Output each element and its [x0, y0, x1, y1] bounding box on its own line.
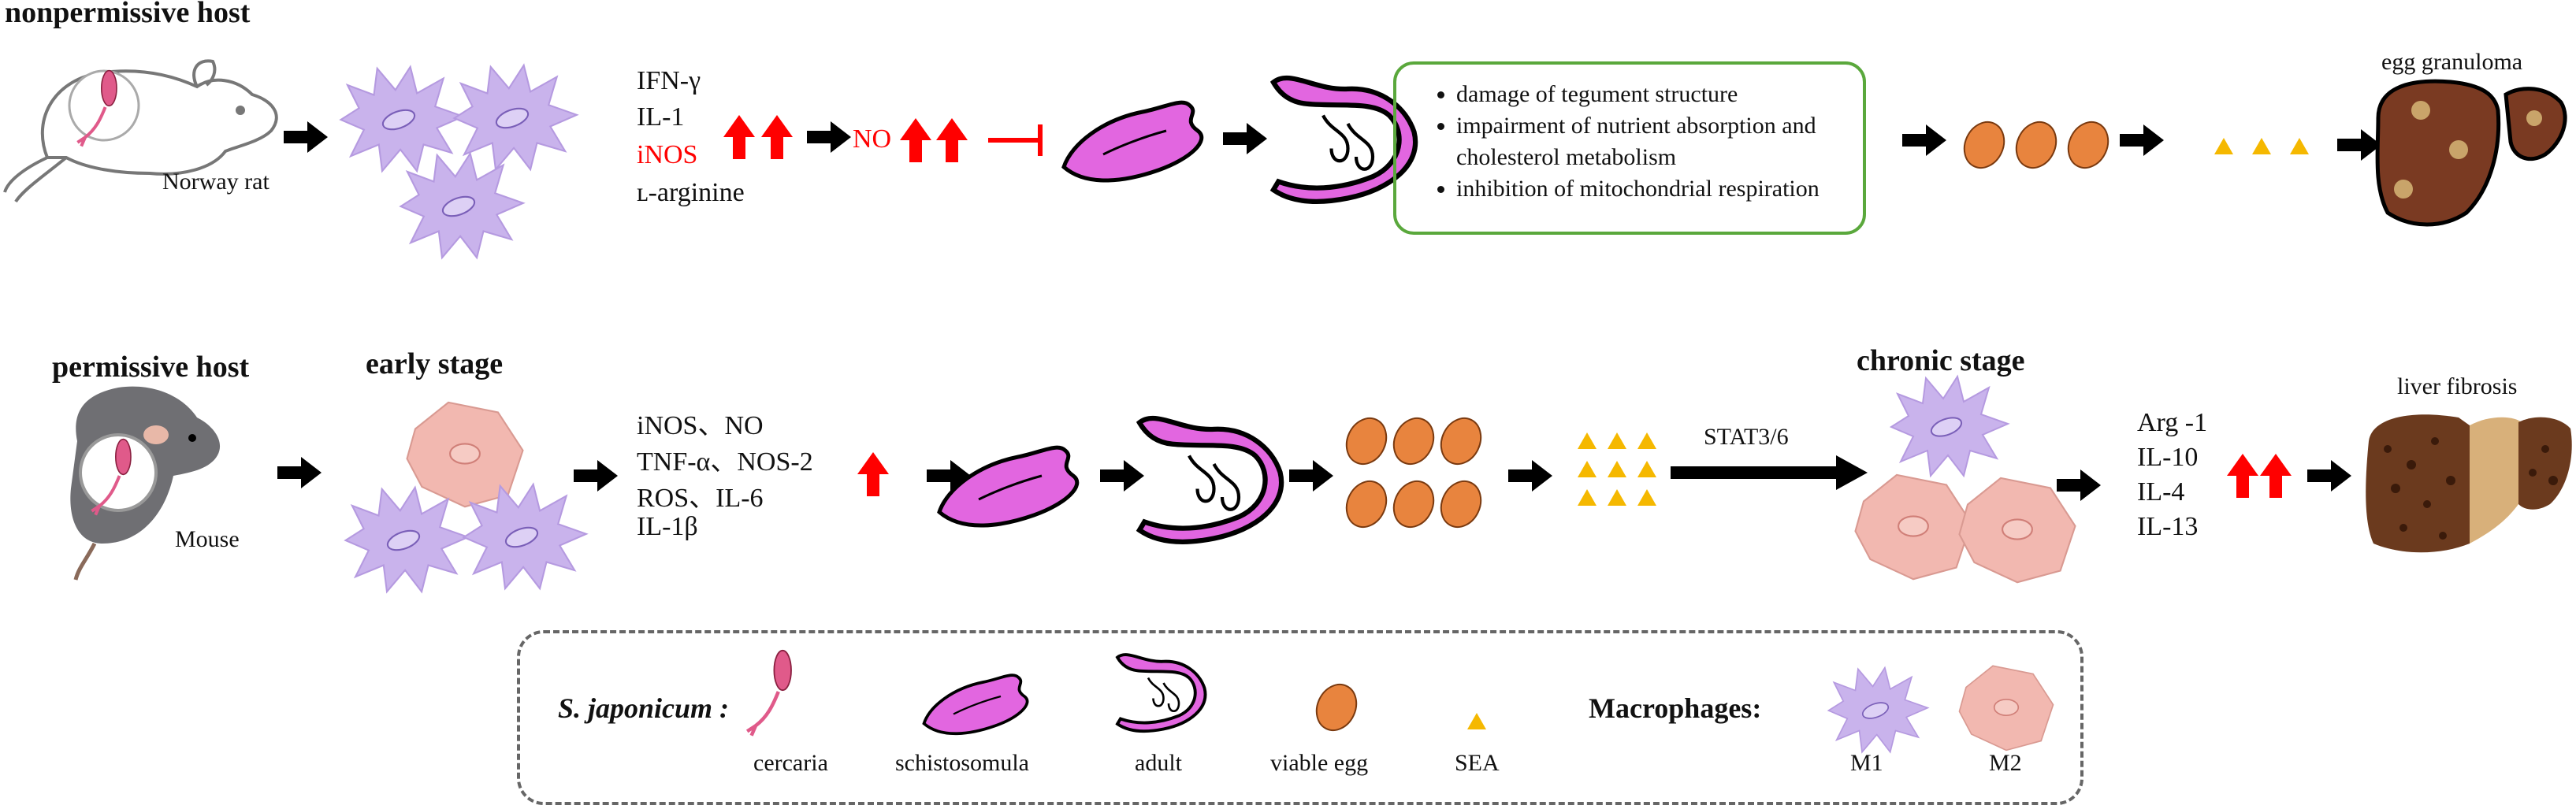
permissive-host-title: permissive host: [52, 351, 250, 384]
schistosomula-bottom: [939, 447, 1077, 525]
factor-inos: iNOS: [637, 140, 698, 169]
arrow-7: [277, 457, 322, 488]
schistosomula-top: [1064, 102, 1202, 180]
factor-il13: IL-13: [2137, 512, 2199, 541]
arrow-12: [1508, 460, 1552, 492]
m1-cluster-top: [340, 64, 578, 259]
factor-ros: ROS、IL-6: [637, 484, 764, 513]
factor-inos-no: iNOS、NO: [637, 411, 764, 440]
no-label: NO: [853, 124, 892, 154]
factor-il10: IL-10: [2137, 443, 2199, 472]
factor-il1: IL-1: [637, 102, 685, 132]
early-stage-title: early stage: [366, 347, 504, 380]
liver-fibrosis: [2366, 414, 2572, 553]
factor-l-arginine: ʟ-arginine: [637, 178, 745, 207]
stat-arrow: [1671, 455, 1868, 490]
legend-schistosomula-label: schistosomula: [895, 750, 1029, 776]
adult-bottom: [1139, 418, 1281, 542]
sea-top: [2214, 138, 2309, 154]
liver-fibrosis-label: liver fibrosis: [2397, 373, 2518, 399]
arrow-11: [1289, 460, 1333, 492]
liver-granuloma: [2375, 79, 2567, 227]
chronic-stage-title: chronic stage: [1857, 344, 2025, 377]
up-arrow: [2260, 454, 2292, 498]
mouse-illustration: [70, 386, 221, 581]
up-arrow: [723, 115, 755, 159]
up-arrow: [900, 118, 931, 162]
mouse-label: Mouse: [175, 526, 240, 552]
stat-label: STAT3/6: [1704, 424, 1789, 450]
arrow-5: [2120, 124, 2164, 156]
arrow-4: [1902, 124, 1946, 156]
factor-il4: IL-4: [2137, 477, 2185, 507]
up-arrow: [936, 118, 968, 162]
factor-il1b: IL-1β: [637, 512, 698, 541]
up-arrow: [2227, 454, 2258, 498]
up-arrow: [857, 452, 889, 496]
factor-arg1: Arg -1: [2137, 408, 2208, 437]
legend-box: [517, 630, 2083, 805]
legend-species: S. japonicum :: [558, 692, 730, 724]
factor-tnf: TNF-α、NOS-2: [637, 447, 813, 477]
arrow-2: [807, 121, 851, 153]
effect-item: impairment of nutrient absorption and ch…: [1456, 110, 1844, 173]
factor-ifn: IFN-γ: [637, 66, 701, 95]
arrow-13: [2057, 469, 2101, 501]
legend-adult-label: adult: [1135, 750, 1182, 776]
arrow-10: [1100, 460, 1144, 492]
rat-infection-circle: [68, 71, 140, 147]
legend-sea-label: SEA: [1455, 750, 1500, 776]
nonpermissive-host-title: nonpermissive host: [5, 0, 251, 29]
arrow-14: [2307, 460, 2351, 492]
arrow-6: [2337, 129, 2381, 161]
egg-granuloma-label: egg granuloma: [2381, 49, 2523, 75]
legend-egg-label: viable egg: [1270, 750, 1369, 776]
legend-m1-label: M1: [1850, 750, 1883, 776]
eggs-bottom: [1338, 410, 1489, 535]
effect-item: inhibition of mitochondrial respiration: [1456, 173, 1844, 205]
macrophages-chronic: [1854, 376, 2076, 584]
legend-m2-label: M2: [1989, 750, 2022, 776]
rat-label: Norway rat: [162, 169, 269, 195]
sea-bottom: [1578, 432, 1656, 506]
eggs-top: [1956, 114, 2117, 176]
arrow-3: [1223, 123, 1267, 154]
legend-macrophages-title: Macrophages:: [1589, 692, 1762, 724]
arrow-1: [284, 121, 328, 153]
arrow-8: [574, 460, 618, 492]
effects-box: damage of tegument structure impairment …: [1393, 61, 1866, 235]
effect-item: damage of tegument structure: [1456, 79, 1844, 110]
legend-cercaria-label: cercaria: [753, 750, 828, 776]
up-arrow: [761, 115, 793, 159]
inhibition-symbol: [988, 124, 1043, 156]
macrophages-early: [344, 401, 587, 593]
